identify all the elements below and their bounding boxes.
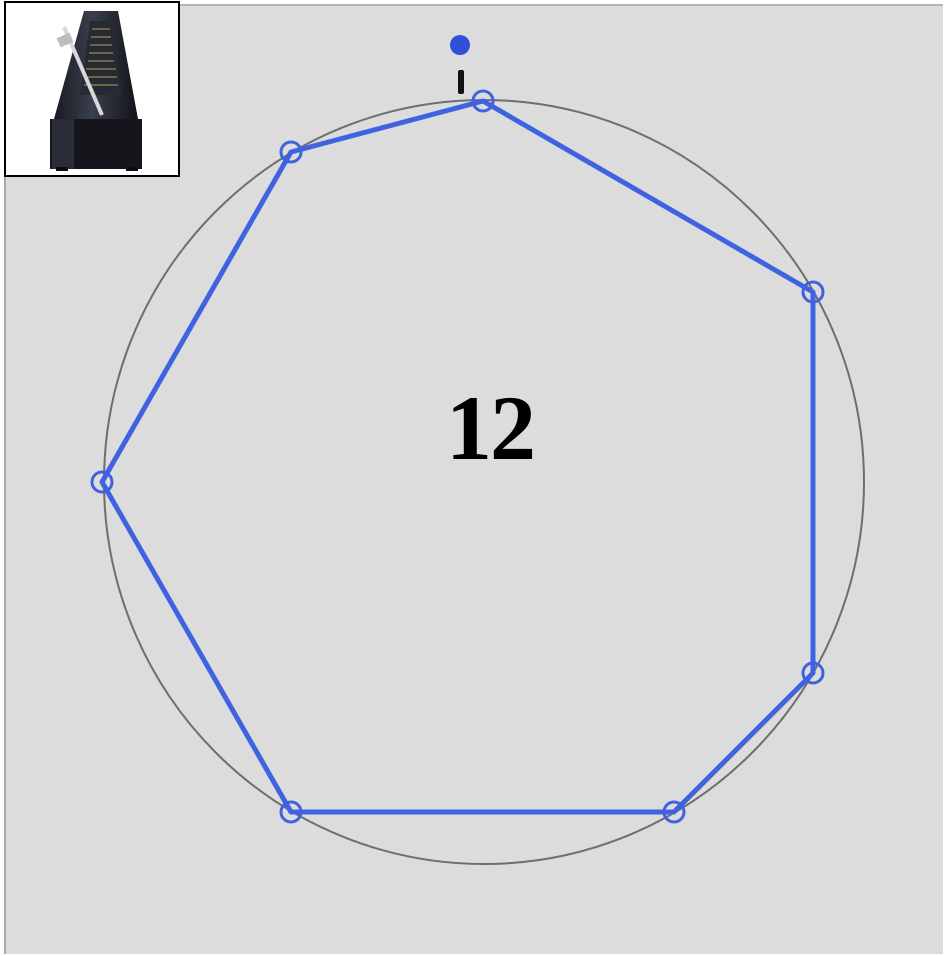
playhead-tick — [458, 70, 464, 94]
metronome-thumbnail[interactable] — [4, 1, 180, 177]
rhythm-circle — [104, 100, 864, 864]
playhead-dot — [450, 35, 470, 55]
beat-count-label: 12 — [390, 382, 590, 474]
metronome-icon — [6, 3, 178, 175]
